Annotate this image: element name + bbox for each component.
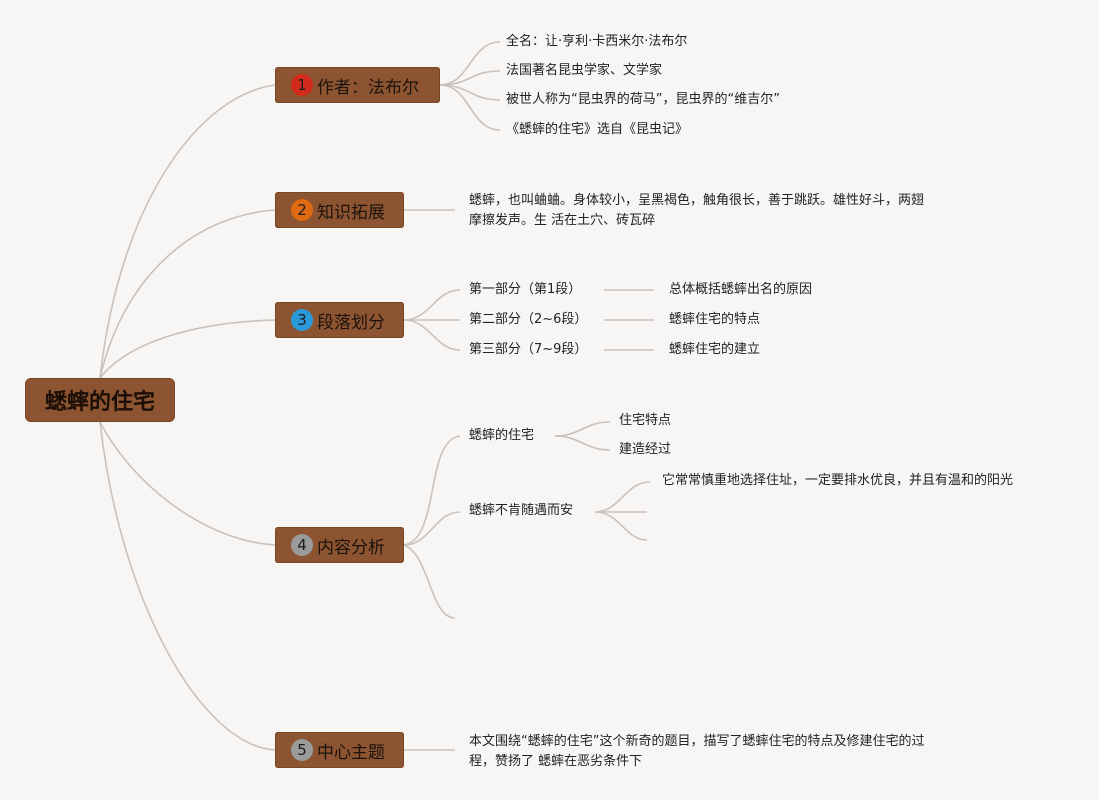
- branch-analysis[interactable]: 4 内容分析: [275, 527, 404, 563]
- branch-sections-label: 段落划分: [317, 312, 385, 333]
- link-root-knowledge: [99, 209, 276, 379]
- link-house-feature: [554, 421, 611, 437]
- link-house-build: [554, 435, 611, 451]
- branch-knowledge[interactable]: 2 知识拓展: [275, 192, 404, 228]
- author-reputation[interactable]: 被世人称为“昆虫界的荷马”，昆虫界的“维吉尔”: [506, 92, 780, 107]
- link-section-1: [403, 289, 461, 321]
- theme-line-1: 本文围绕“蟋蟀的住宅”这个新奇的题目，描写了蟋蟀住宅的特点及修建住宅的过: [469, 734, 925, 749]
- section-part-1[interactable]: 第一部分（第1段）: [469, 282, 582, 297]
- link-author-4: [439, 84, 501, 131]
- badge-2: 2: [291, 199, 313, 221]
- link-root-theme: [99, 421, 276, 751]
- link-settle-choose: [594, 481, 651, 513]
- link-analysis-extra: [403, 544, 456, 619]
- author-fullname[interactable]: 全名：让·亨利·卡西米尔·法布尔: [506, 34, 688, 49]
- analysis-house-feature[interactable]: 住宅特点: [619, 413, 672, 428]
- link-section-3: [403, 319, 461, 351]
- section-desc-3[interactable]: 蟋蟀住宅的建立: [669, 342, 761, 357]
- branch-analysis-label: 内容分析: [317, 537, 385, 558]
- author-profession[interactable]: 法国著名昆虫学家、文学家: [506, 63, 663, 78]
- link-author-1: [439, 41, 501, 86]
- knowledge-text[interactable]: 蟋蟀，也叫蛐蛐。身体较小，呈黑褐色，触角很长，善于跳跃。雄性好斗，两翅 摩擦发声…: [469, 191, 969, 231]
- badge-4: 4: [291, 534, 313, 556]
- analysis-house-build[interactable]: 建造经过: [619, 442, 672, 457]
- link-analysis-settle: [403, 511, 461, 546]
- branch-theme[interactable]: 5 中心主题: [275, 732, 404, 768]
- knowledge-line-2: 摩擦发声。生 活在土穴、砖瓦碎: [469, 213, 656, 228]
- branch-author-label: 作者：法布尔: [317, 77, 419, 98]
- badge-1: 1: [291, 74, 313, 96]
- branch-author[interactable]: 1 作者：法布尔: [275, 67, 440, 103]
- analysis-house[interactable]: 蟋蟀的住宅: [469, 428, 535, 443]
- root-node[interactable]: 蟋蟀的住宅: [25, 378, 175, 422]
- theme-line-2: 程，赞扬了 蟋蟀在恶劣条件下: [469, 754, 643, 769]
- link-root-sections: [99, 319, 276, 379]
- link-root-author: [99, 84, 276, 379]
- knowledge-line-1: 蟋蟀，也叫蛐蛐。身体较小，呈黑褐色，触角很长，善于跳跃。雄性好斗，两翅: [469, 193, 925, 208]
- badge-5: 5: [291, 739, 313, 761]
- section-part-2[interactable]: 第二部分（2~6段）: [469, 312, 588, 327]
- branch-theme-label: 中心主题: [317, 742, 385, 763]
- badge-3: 3: [291, 309, 313, 331]
- analysis-settle[interactable]: 蟋蟀不肯随遇而安: [469, 503, 574, 518]
- link-settle-empty-2: [594, 511, 648, 541]
- author-source[interactable]: 《蟋蟀的住宅》选自《昆虫记》: [506, 122, 689, 137]
- section-part-3[interactable]: 第三部分（7~9段）: [469, 342, 588, 357]
- analysis-settle-choose[interactable]: 它常常慎重地选择住址，一定要排水优良，并且有温和的阳光: [662, 473, 1014, 488]
- section-desc-1[interactable]: 总体概括蟋蟀出名的原因: [669, 282, 813, 297]
- root-label: 蟋蟀的住宅: [44, 390, 155, 415]
- link-analysis-house: [403, 435, 461, 546]
- section-desc-2[interactable]: 蟋蟀住宅的特点: [669, 312, 761, 327]
- link-root-analysis: [99, 421, 276, 546]
- branch-sections[interactable]: 3 段落划分: [275, 302, 404, 338]
- theme-text[interactable]: 本文围绕“蟋蟀的住宅”这个新奇的题目，描写了蟋蟀住宅的特点及修建住宅的过 程，赞…: [469, 732, 969, 772]
- branch-knowledge-label: 知识拓展: [317, 202, 385, 223]
